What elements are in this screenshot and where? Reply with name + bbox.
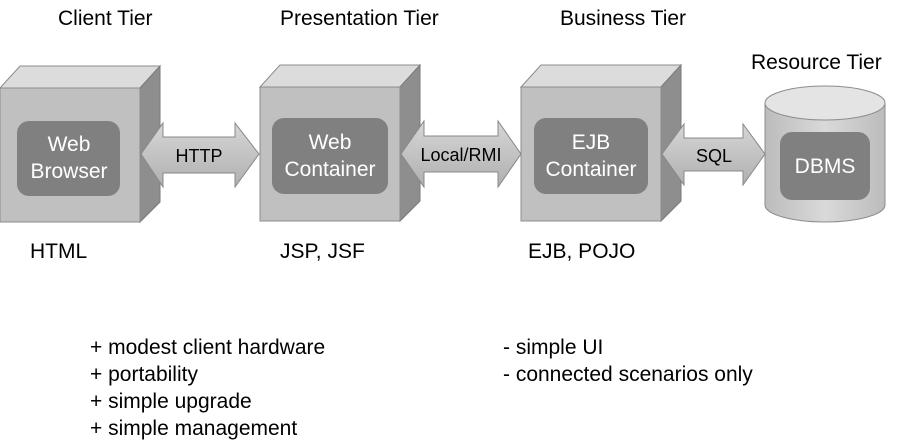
presentation-technology: JSP, JSF — [280, 240, 365, 263]
client-tier-cube — [0, 64, 162, 224]
web-container-box — [272, 118, 388, 194]
ejb-container-label-line1: EJB — [572, 131, 611, 154]
web-container-label-line1: Web — [309, 131, 352, 154]
web-browser-label-line2: Browser — [30, 160, 107, 183]
cons-item: - connected scenarios only — [503, 363, 753, 386]
pros-list: + modest client hardware + portability +… — [90, 334, 325, 442]
pros-item: + portability — [90, 363, 198, 386]
cons-item: - simple UI — [503, 336, 604, 359]
web-browser-box — [17, 121, 120, 196]
web-container-label-line2: Container — [284, 158, 375, 181]
dbms-cylinder — [764, 85, 886, 223]
http-arrow — [140, 121, 260, 189]
web-browser-label-line1: Web — [48, 133, 91, 156]
presentation-tier-cube — [258, 63, 422, 223]
cons-list: - simple UI - connected scenarios only — [503, 334, 753, 388]
business-tier-cube — [519, 63, 683, 223]
sql-label: SQL — [696, 146, 732, 166]
dbms-label: DBMS — [795, 155, 856, 178]
pros-item: + simple management — [90, 417, 298, 440]
dbms-box — [780, 132, 870, 200]
local-rmi-arrow — [400, 119, 522, 189]
sql-arrow — [661, 122, 766, 187]
pros-item: + simple upgrade — [90, 390, 252, 413]
presentation-tier-heading: Presentation Tier — [280, 7, 439, 30]
business-technology: EJB, POJO — [528, 240, 636, 263]
http-label: HTTP — [176, 146, 223, 166]
ejb-container-box — [534, 118, 648, 194]
business-tier-heading: Business Tier — [560, 7, 687, 30]
client-technology: HTML — [30, 240, 88, 263]
ejb-container-label-line2: Container — [545, 158, 636, 181]
resource-tier-heading: Resource Tier — [751, 51, 882, 74]
local-rmi-label: Local/RMI — [420, 145, 501, 165]
client-tier-heading: Client Tier — [58, 7, 153, 30]
pros-item: + modest client hardware — [90, 336, 326, 359]
